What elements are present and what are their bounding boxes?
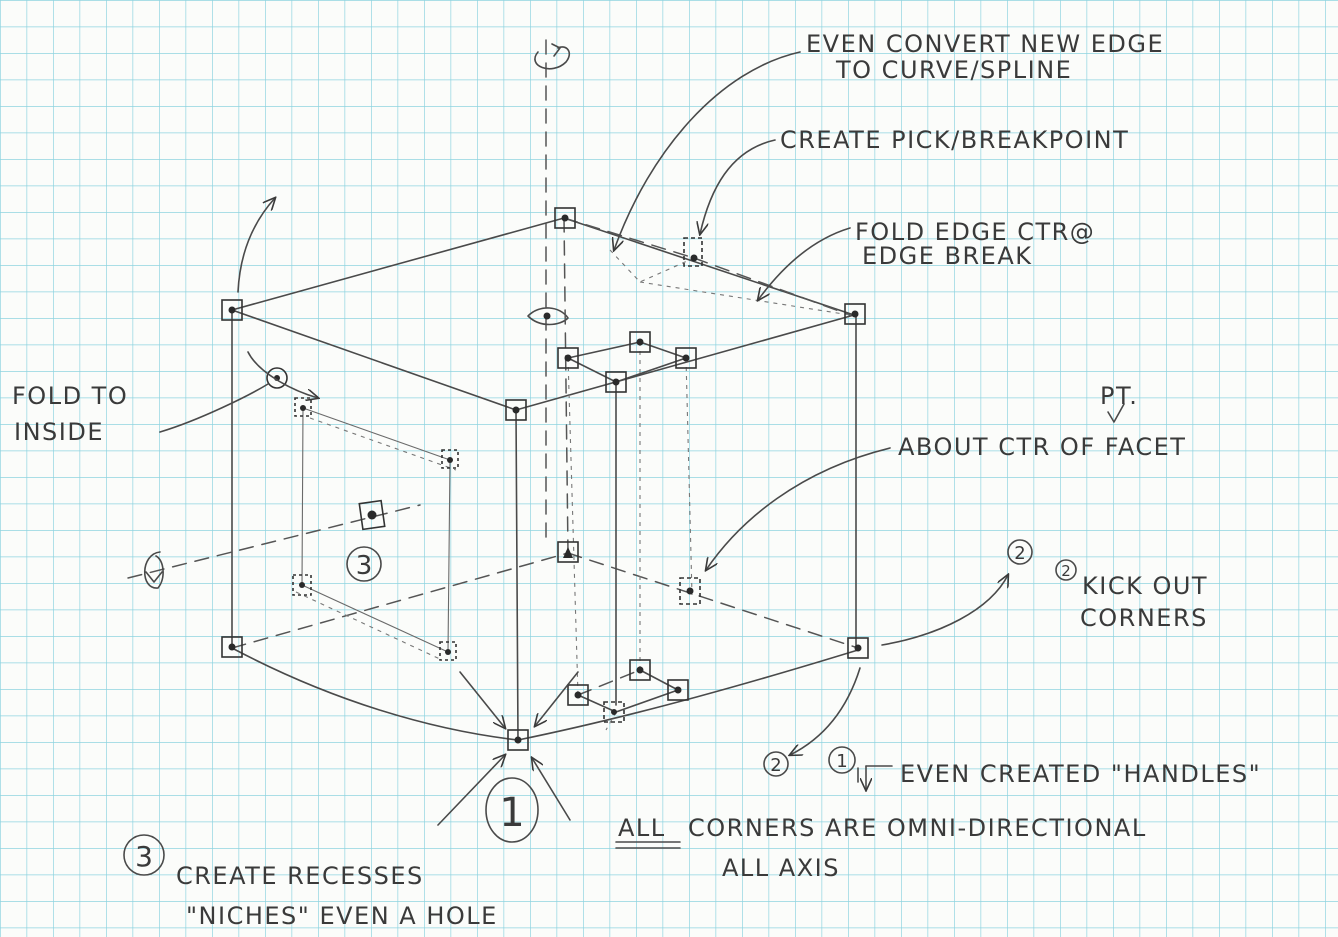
note-fold-edge-line1: FOLD EDGE CTR@ bbox=[855, 218, 1095, 246]
note-fold-edge-line2: EDGE BREAK bbox=[862, 242, 1033, 270]
vertex-prism-d bbox=[605, 371, 627, 393]
annotations: EVEN CONVERT NEW EDGE TO CURVE/SPLINE CR… bbox=[12, 30, 1261, 930]
svg-text:1: 1 bbox=[499, 790, 524, 836]
note-handles: EVEN CREATED "HANDLES" bbox=[900, 760, 1261, 788]
svg-text:2: 2 bbox=[770, 755, 781, 776]
vertex-prism-g bbox=[667, 679, 689, 701]
svg-text:2: 2 bbox=[1014, 543, 1025, 564]
vertex-niche-b bbox=[441, 449, 459, 469]
marker-two-bottom: 2 bbox=[763, 751, 789, 777]
outer-cube-edges bbox=[231, 217, 859, 741]
vertex-prism-f bbox=[629, 659, 651, 681]
top-face-fold-lines bbox=[563, 217, 851, 316]
vertex-facet-center bbox=[679, 577, 701, 605]
note-kick-out-line2: CORNERS bbox=[1080, 604, 1208, 632]
vertex-niche-d bbox=[439, 641, 457, 661]
note-convert-edge-line1: EVEN CONVERT NEW EDGE bbox=[806, 30, 1164, 58]
vertex-prism-e bbox=[567, 684, 589, 706]
leader-arrows bbox=[159, 51, 1125, 826]
vertex-prism-h bbox=[603, 701, 625, 723]
note-about-center: ABOUT CTR OF FACET bbox=[898, 433, 1186, 461]
svg-text:3: 3 bbox=[356, 551, 373, 581]
vertex-prism-b bbox=[629, 331, 651, 353]
vertex-niche-a bbox=[294, 397, 312, 417]
marker-two-top: 2 bbox=[1007, 539, 1033, 565]
vertex-top-front bbox=[505, 399, 527, 421]
svg-text:1: 1 bbox=[836, 751, 847, 772]
vertical-rotation-axis bbox=[527, 39, 571, 541]
note-breakpoint: CREATE PICK/BREAKPOINT bbox=[780, 126, 1129, 154]
vertex-top-right bbox=[844, 303, 866, 325]
left-face-niche bbox=[295, 407, 457, 661]
vertex-niche-c bbox=[292, 574, 312, 596]
vertex-niche-center bbox=[358, 499, 386, 531]
note-all-axis: ALL AXIS bbox=[722, 854, 840, 882]
horizontal-rotation-axis bbox=[127, 504, 421, 589]
vertex-bottom-right bbox=[847, 637, 869, 659]
marker-two-kick: 2 bbox=[1055, 559, 1077, 581]
note-recesses-line2: "NICHES" EVEN A HOLE bbox=[186, 902, 498, 930]
vertex-breakpoint bbox=[683, 237, 703, 267]
vertex-bottom-front bbox=[507, 729, 529, 751]
note-all-prefix: ALL bbox=[618, 814, 666, 842]
note-all-corners: CORNERS ARE OMNI-DIRECTIONAL bbox=[688, 814, 1147, 842]
vertex-handles bbox=[221, 207, 869, 751]
marker-one-large: 1 bbox=[485, 777, 539, 843]
note-recesses-line1: CREATE RECESSES bbox=[176, 862, 424, 890]
note-convert-edge-line2: TO CURVE/SPLINE bbox=[835, 56, 1072, 84]
vertex-bottom-back bbox=[557, 541, 579, 563]
svg-text:2: 2 bbox=[1061, 562, 1071, 580]
marker-one-small: 1 bbox=[828, 746, 856, 774]
note-fold-inside-line1: FOLD TO bbox=[12, 382, 128, 410]
vertex-top-left bbox=[221, 299, 243, 321]
vertex-top-back bbox=[554, 207, 576, 229]
vertex-prism-c bbox=[675, 347, 697, 369]
vertex-bottom-left bbox=[221, 636, 243, 658]
marker-three-niche: 3 bbox=[346, 546, 382, 582]
vertex-prism-a bbox=[557, 347, 579, 369]
note-kick-out-line1: KICK OUT bbox=[1082, 572, 1208, 600]
marker-three-bottom: 3 bbox=[123, 834, 165, 876]
note-fold-inside-line2: INSIDE bbox=[14, 418, 104, 446]
svg-text:3: 3 bbox=[135, 840, 153, 873]
note-pt-label: PT. bbox=[1100, 382, 1138, 410]
